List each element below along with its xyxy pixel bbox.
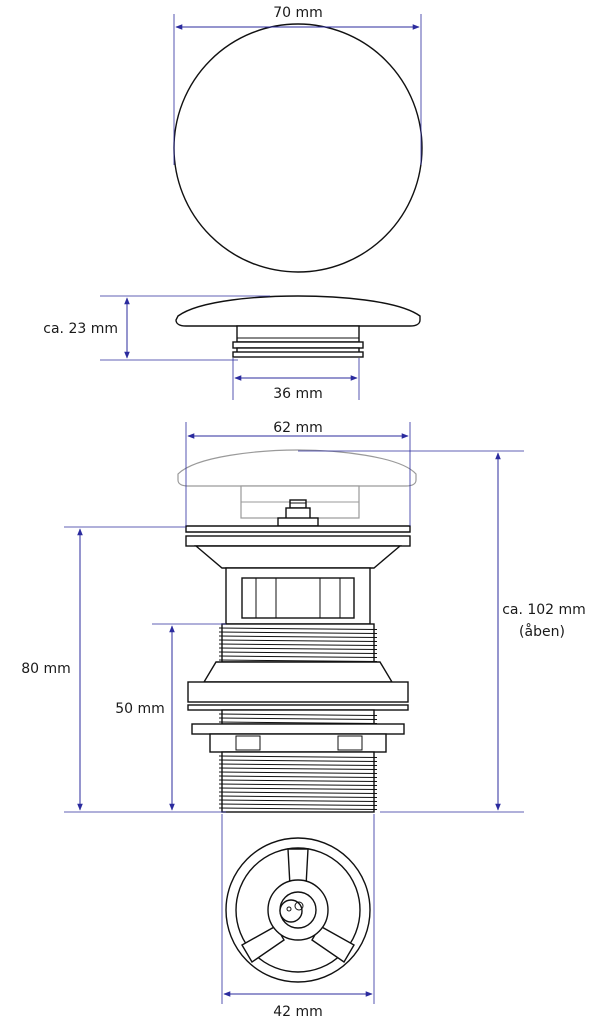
thread-line <box>218 803 378 806</box>
thread-line <box>218 775 378 778</box>
cap-height-label: ca. 23 mm <box>43 321 118 337</box>
thread-line <box>218 721 378 724</box>
open-height-note: (åben) <box>519 623 565 640</box>
cap-diameter-dimension: 70 mm <box>173 5 422 165</box>
upper-thread <box>218 623 378 663</box>
thread-line <box>218 655 378 658</box>
thread-line <box>218 787 378 790</box>
thread-line <box>218 643 378 646</box>
thread-line <box>218 767 378 770</box>
stem-width-label: 36 mm <box>273 386 323 402</box>
stem-width-dimension: 36 mm <box>232 358 360 402</box>
thread-line <box>218 807 378 810</box>
open-height-label: ca. 102 mm <box>502 602 586 618</box>
cap-top-view <box>173 23 423 273</box>
open-height-dimension: ca. 102 mm (åben) <box>298 450 586 813</box>
open-cap-ghost <box>177 449 417 519</box>
thread-line <box>218 783 378 786</box>
thread-line <box>218 713 378 716</box>
thread-line <box>218 631 378 634</box>
thread-line <box>218 795 378 798</box>
thread-line <box>218 647 378 650</box>
body-height-label: 80 mm <box>21 661 71 677</box>
cap-height-dimension: ca. 23 mm <box>43 295 270 361</box>
cap-diameter-label: 70 mm <box>273 5 323 21</box>
thread-height-label: 50 mm <box>115 701 165 717</box>
thread-line <box>218 717 378 720</box>
thread-line <box>218 779 378 782</box>
flange-width-label: 62 mm <box>273 420 323 436</box>
thread-line <box>218 635 378 638</box>
bottom-view <box>225 837 371 983</box>
thread-height-dimension: 50 mm <box>115 623 226 811</box>
flange-width-dimension: 62 mm <box>185 420 411 526</box>
sealing-ring <box>187 661 409 711</box>
bottom-diameter-dimension: 42 mm <box>221 814 375 1020</box>
thread-line <box>218 759 378 762</box>
thread-line <box>218 791 378 794</box>
middle-thread <box>218 709 378 725</box>
flange <box>185 525 411 569</box>
thread-line <box>218 639 378 642</box>
thread-line <box>218 627 378 630</box>
lower-thread <box>218 751 378 813</box>
thread-line <box>218 755 378 758</box>
thread-line <box>218 651 378 654</box>
thread-line <box>218 799 378 802</box>
bottom-diameter-label: 42 mm <box>273 1004 323 1020</box>
body-height-dimension: 80 mm <box>21 526 226 813</box>
thread-line <box>218 771 378 774</box>
thread-line <box>218 659 378 662</box>
lock-nut <box>191 723 405 753</box>
thread-line <box>218 763 378 766</box>
cap-side-view <box>175 295 421 358</box>
upper-body <box>225 567 371 625</box>
